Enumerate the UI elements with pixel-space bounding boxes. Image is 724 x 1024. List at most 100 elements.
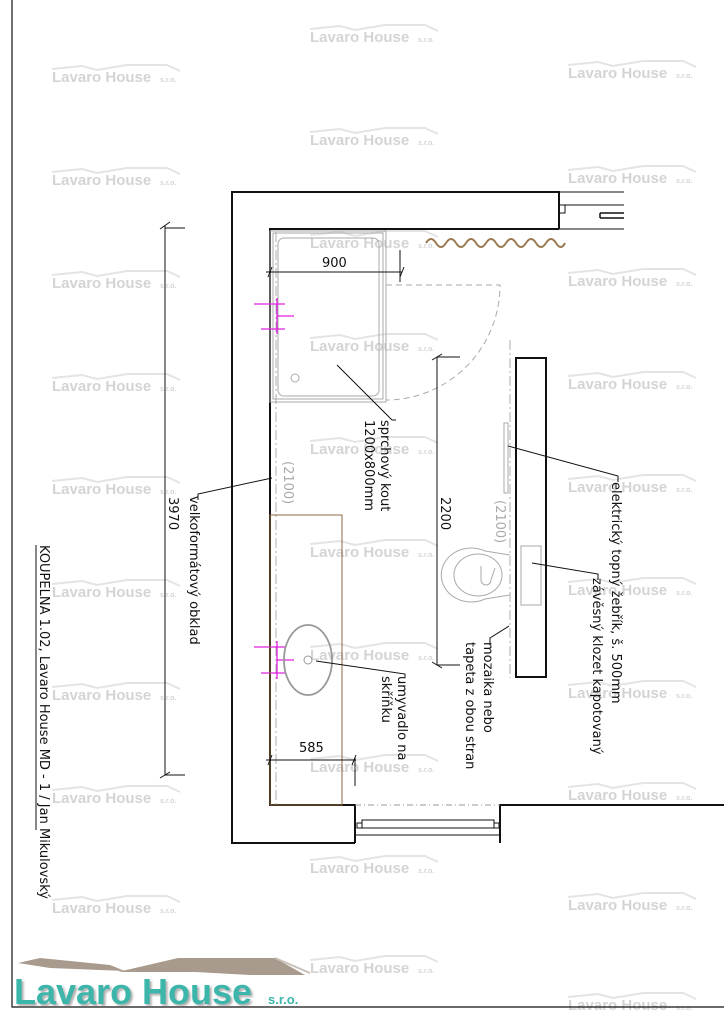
watermark-suffix: s.r.o. bbox=[160, 592, 176, 599]
label-shower: sprchový kout bbox=[377, 420, 392, 511]
drawing-title: KOUPELNA 1.02, Lavaro House MD - 1 / Jan… bbox=[36, 545, 51, 899]
label-tiles: velkoformátový obklad bbox=[186, 496, 201, 645]
watermark-text: Lavaro House bbox=[568, 479, 667, 496]
watermark: Lavaro House s.r.o. bbox=[567, 474, 697, 496]
watermark-suffix: s.r.o. bbox=[676, 384, 692, 391]
label-sink-2: skříňku bbox=[378, 676, 393, 723]
label-heater: elektrický topný žebřík, š. 500mm bbox=[608, 482, 623, 704]
watermark: Lavaro House s.r.o. bbox=[51, 785, 181, 807]
watermark-suffix: s.r.o. bbox=[160, 180, 176, 187]
height-note-right: (2100) bbox=[492, 500, 507, 543]
sink-drain-icon bbox=[303, 655, 313, 665]
watermark: Lavaro House s.r.o. bbox=[567, 680, 697, 702]
label-mosaic-2: tapeta z obou stran bbox=[462, 642, 477, 769]
outer-wall bbox=[231, 191, 560, 844]
watermark-text: Lavaro House bbox=[310, 960, 409, 977]
watermark-suffix: s.r.o. bbox=[676, 905, 692, 912]
plumbing-marks-sink bbox=[254, 641, 294, 679]
watermark-text: Lavaro House bbox=[310, 860, 409, 877]
watermark-suffix: s.r.o. bbox=[676, 1005, 692, 1012]
toilet-tank-icon bbox=[520, 545, 542, 606]
watermark-text: Lavaro House bbox=[568, 685, 667, 702]
dimension-900: 900 bbox=[322, 256, 347, 271]
watermark-suffix: s.r.o. bbox=[676, 178, 692, 185]
watermark-text: Lavaro House bbox=[568, 997, 667, 1014]
watermark: Lavaro House s.r.o. bbox=[567, 992, 697, 1014]
watermark-suffix: s.r.o. bbox=[418, 655, 434, 662]
watermark-suffix: s.r.o. bbox=[160, 77, 176, 84]
watermark: Lavaro House s.r.o. bbox=[309, 642, 439, 664]
watermark-suffix: s.r.o. bbox=[418, 968, 434, 975]
watermark-suffix: s.r.o. bbox=[418, 868, 434, 875]
watermark-text: Lavaro House bbox=[52, 378, 151, 395]
watermark-suffix: s.r.o. bbox=[418, 552, 434, 559]
watermark-text: Lavaro House bbox=[52, 172, 151, 189]
watermark: Lavaro House s.r.o. bbox=[51, 270, 181, 292]
watermark-text: Lavaro House bbox=[52, 900, 151, 917]
curtain-icon bbox=[425, 238, 566, 248]
installation-wall bbox=[515, 357, 547, 678]
label-mosaic: mozaika nebo bbox=[480, 642, 495, 733]
watermark-text: Lavaro House bbox=[568, 65, 667, 82]
dimension-3970: 3970 bbox=[165, 497, 180, 530]
watermark-suffix: s.r.o. bbox=[676, 590, 692, 597]
watermark: Lavaro House s.r.o. bbox=[567, 165, 697, 187]
watermark-suffix: s.r.o. bbox=[418, 346, 434, 353]
watermark-suffix: s.r.o. bbox=[676, 281, 692, 288]
watermark: Lavaro House s.r.o. bbox=[567, 577, 697, 599]
watermark-text: Lavaro House bbox=[568, 787, 667, 804]
watermark-text: Lavaro House bbox=[568, 273, 667, 290]
watermark-suffix: s.r.o. bbox=[676, 795, 692, 802]
watermark-suffix: s.r.o. bbox=[418, 37, 434, 44]
shower-door-swing bbox=[385, 284, 501, 401]
watermark: Lavaro House s.r.o. bbox=[567, 268, 697, 290]
watermark: Lavaro House s.r.o. bbox=[51, 373, 181, 395]
dimension-lines bbox=[159, 221, 460, 786]
logo-suffix: s.r.o. bbox=[268, 992, 298, 1007]
watermark-suffix: s.r.o. bbox=[676, 73, 692, 80]
sink-icon bbox=[283, 624, 333, 696]
label-toilet: závěsný klozet kapotovaný bbox=[589, 578, 604, 755]
watermark-suffix: s.r.o. bbox=[418, 449, 434, 456]
vanity-cabinet bbox=[269, 514, 343, 806]
heater-ladder-icon bbox=[503, 422, 509, 494]
watermark-suffix: s.r.o. bbox=[160, 798, 176, 805]
watermark-text: Lavaro House bbox=[568, 170, 667, 187]
watermark-text: Lavaro House bbox=[310, 647, 409, 664]
watermark-text: Lavaro House bbox=[52, 790, 151, 807]
watermark-text: Lavaro House bbox=[310, 544, 409, 561]
watermark: Lavaro House s.r.o. bbox=[51, 167, 181, 189]
watermark-suffix: s.r.o. bbox=[676, 693, 692, 700]
watermark: Lavaro House s.r.o. bbox=[567, 782, 697, 804]
watermark-suffix: s.r.o. bbox=[160, 386, 176, 393]
dimension-2200: 2200 bbox=[437, 497, 452, 530]
watermark-suffix: s.r.o. bbox=[160, 908, 176, 915]
shower-tray bbox=[269, 230, 387, 403]
watermark-text: Lavaro House bbox=[568, 582, 667, 599]
watermark-text: Lavaro House bbox=[52, 275, 151, 292]
watermark-layer: Lavaro House s.r.o. Lavaro House s.r.o. Lava… bbox=[51, 24, 697, 1014]
toilet-icon bbox=[440, 547, 511, 603]
label-shower-size: 1200x800mm bbox=[361, 420, 376, 511]
watermark-suffix: s.r.o. bbox=[676, 487, 692, 494]
watermark-text: Lavaro House bbox=[310, 759, 409, 776]
watermark-suffix: s.r.o. bbox=[418, 140, 434, 147]
watermark-text: Lavaro House bbox=[52, 687, 151, 704]
watermark-text: Lavaro House bbox=[310, 338, 409, 355]
watermark-suffix: s.r.o. bbox=[160, 283, 176, 290]
watermark: Lavaro House s.r.o. bbox=[309, 539, 439, 561]
watermark: Lavaro House s.r.o. bbox=[51, 895, 181, 917]
watermark-text: Lavaro House bbox=[52, 69, 151, 86]
label-sink: umyvadlo na bbox=[394, 676, 409, 760]
dimension-585: 585 bbox=[299, 741, 324, 756]
watermark-suffix: s.r.o. bbox=[160, 489, 176, 496]
